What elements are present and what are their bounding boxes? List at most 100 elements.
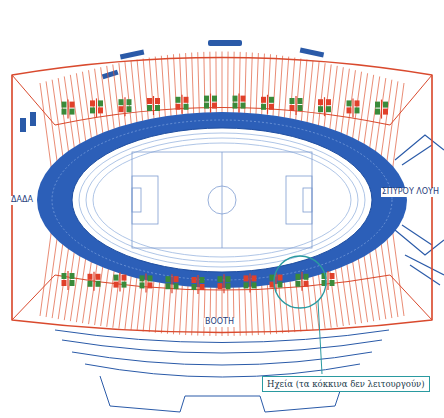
stand-stripe [357,253,367,323]
speaker-mast [249,273,250,292]
stand-stripe [113,64,121,132]
speaker [96,281,101,287]
speaker [176,104,181,110]
speaker [383,109,388,115]
speaker [166,283,171,289]
stand-stripe [70,249,81,321]
speaker-mast [295,96,296,115]
stand-stripe [284,57,289,122]
stand-stripe [209,52,211,117]
stand-stripe [324,64,332,132]
stand-stripe [113,268,121,328]
stand-stripe [40,83,53,179]
stand-stripe [346,259,355,325]
speaker-mast [324,97,325,116]
stand-stripe [363,249,374,321]
stand-stripe [245,283,247,335]
roof-outline [12,58,432,333]
speaker [119,106,124,112]
speaker [241,96,246,102]
stand-stripe [346,70,355,141]
speakers [62,94,389,294]
stand-stripe [391,83,404,179]
speaker [290,98,295,104]
stand-stripe [227,52,228,117]
speaker [278,275,283,281]
speaker-mast [145,273,146,292]
stand-stripe [352,72,362,145]
speaker [269,104,274,110]
speaker [212,96,217,102]
speaker [62,280,67,286]
roof-stripes [40,52,404,337]
stand-stripe [374,78,385,159]
stand-stripe [137,60,143,126]
booth-building [55,330,389,412]
speaker [318,99,323,105]
speaker [204,96,209,102]
speaker [176,97,181,103]
stand-stripe [131,61,137,127]
speaker [70,109,75,115]
speaker [148,275,153,281]
stand-stripe [167,55,171,120]
speaker [147,105,152,111]
stand-stripe [278,279,282,333]
stand-stripe [64,76,75,154]
stand-stripe [391,221,404,316]
stand-stripe [273,55,277,120]
stand-stripe [256,282,259,335]
speaker [296,281,301,287]
stand-stripe [40,221,53,316]
stand-stripe [380,80,392,165]
speaker [330,280,335,286]
stand-stripe [239,52,240,117]
stand-stripe [161,56,165,121]
stand-stripe [312,62,319,128]
stand-stripe [186,282,189,335]
speaker [70,280,75,286]
speaker-mast [67,271,68,290]
stand-stripe [46,81,58,170]
speaker [62,102,67,108]
track [72,128,372,272]
stand-stripe [76,253,86,323]
stand-stripe [149,58,154,123]
speaker [298,98,303,104]
speaker [252,275,257,281]
stand-stripe [278,56,282,121]
pitch [132,152,312,248]
speaker [218,283,223,289]
stand-stripe [119,63,126,130]
speaker [261,97,266,103]
stand-stripe [143,59,149,124]
place-label: ΒΟΟΤΗ [204,318,235,327]
speaker [155,98,160,104]
stand-stripe [386,81,398,170]
speaker [330,273,335,279]
speaker [269,97,274,103]
stand-stripe [82,256,92,323]
speaker [226,276,231,282]
speaker-mast [327,271,328,290]
highlight-circle [274,256,326,308]
speaker [278,282,283,288]
speaker-mast [181,95,182,114]
stand-stripe [131,273,137,330]
speaker [318,106,323,112]
stand-stripe [227,284,228,336]
speaker [233,96,238,102]
speaker [147,98,152,104]
speaker [347,100,352,106]
speaker [241,103,246,109]
stand-rows [52,120,392,280]
speaker [200,277,205,283]
speaker-mast [301,272,302,291]
stand-stripe [46,229,58,317]
speaker [296,274,301,280]
speaker [90,107,95,113]
leader-line [318,301,322,374]
stand-stripe [155,57,160,122]
stand-stripe [239,284,240,336]
speaker [261,104,266,110]
